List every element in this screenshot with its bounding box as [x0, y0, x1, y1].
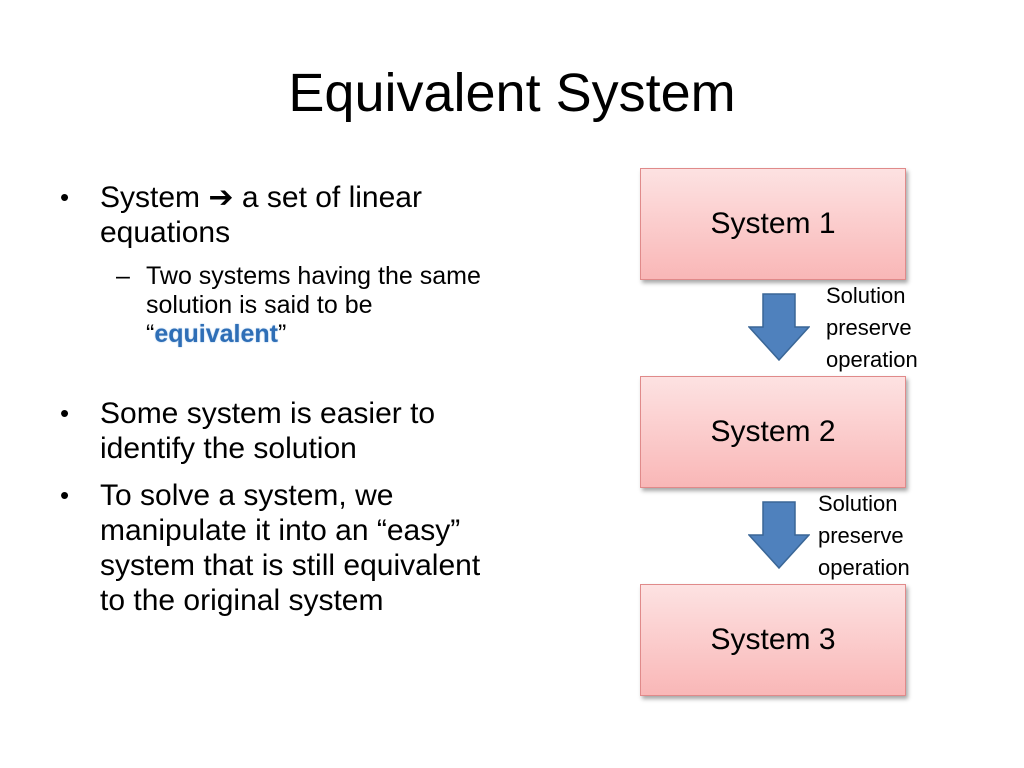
note-line: preserve	[818, 523, 904, 548]
note-line: Solution	[826, 283, 906, 308]
bullet-item-solve: • To solve a system, we manipulate it in…	[60, 478, 500, 618]
bullet-text: System ➔ a set of linear equations	[100, 180, 500, 250]
system-3-label: System 3	[710, 623, 836, 656]
sub-bullet-marker: –	[116, 262, 130, 290]
system-2-box: System 2	[640, 376, 906, 488]
bullet-marker: •	[60, 182, 70, 212]
slide-title: Equivalent System	[288, 63, 736, 123]
note-line: operation	[818, 555, 910, 580]
bullet-item-easier: • Some system is easier to identify the …	[60, 396, 500, 466]
system-1-box: System 1	[640, 168, 906, 280]
note-solution-preserve-1: Solution preserve operation	[826, 280, 918, 376]
down-arrow-icon	[748, 293, 810, 361]
system-3-box: System 3	[640, 584, 906, 696]
bullet-text: To solve a system, we manipulate it into…	[100, 479, 481, 617]
system-2-label: System 2	[710, 415, 836, 448]
keyword-equivalent: equivalent	[154, 320, 278, 348]
note-line: preserve	[826, 315, 912, 340]
right-arrow-icon: ➔	[208, 181, 234, 214]
note-line: operation	[826, 347, 918, 372]
bullet-text-suffix: a set of linear equations	[100, 181, 422, 249]
bullet-text-prefix: System	[100, 181, 201, 214]
system-1-label: System 1	[710, 207, 836, 240]
bullet-marker: •	[60, 480, 70, 510]
bullet-text: Some system is easier to identify the so…	[100, 397, 436, 465]
note-line: Solution	[818, 491, 898, 516]
bullet-item-system-definition: • System ➔ a set of linear equations	[60, 180, 500, 250]
sub-bullet-item-equivalent: – Two systems having the same solution i…	[116, 262, 500, 349]
bullet-marker: •	[60, 398, 70, 428]
sub-bullet-prefix: Two systems having the same solution is …	[146, 262, 481, 348]
sub-bullet-text: Two systems having the same solution is …	[146, 262, 500, 349]
down-arrow-icon	[748, 501, 810, 569]
sub-bullet-suffix: ”	[277, 320, 287, 348]
note-solution-preserve-2: Solution preserve operation	[818, 488, 910, 584]
